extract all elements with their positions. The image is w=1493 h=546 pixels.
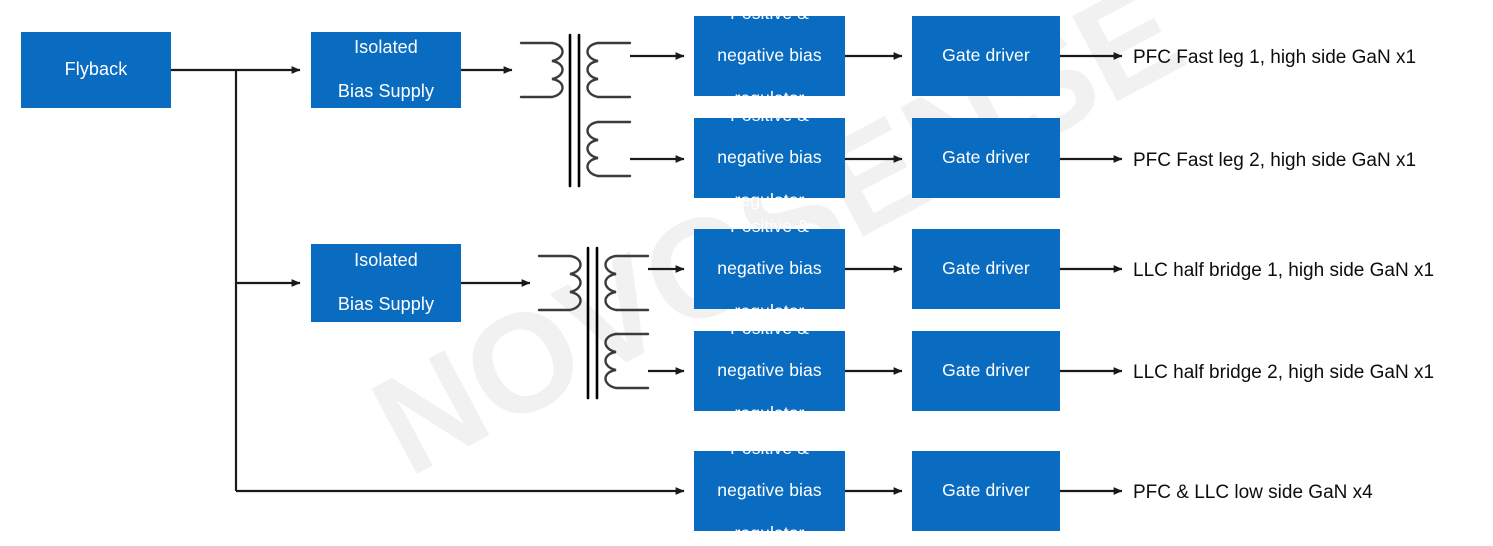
output-label-3: LLC half bridge 1, high side GaN x1 xyxy=(1133,260,1435,281)
block-regulator-5[interactable]: Positive & negative bias regulator xyxy=(694,438,845,543)
block-ibs2-label: Isolated Bias Supply xyxy=(330,250,442,316)
block-regulator-1-line1: Positive & xyxy=(730,2,809,23)
output-label-1: PFC Fast leg 1, high side GaN x1 xyxy=(1133,47,1417,68)
block-regulator-4-line1: Positive & xyxy=(730,317,809,338)
block-gate-driver-5-label: Gate driver xyxy=(942,480,1030,501)
block-regulator-4-line2: negative bias xyxy=(717,360,822,381)
block-isolated-bias-supply-1[interactable]: Isolated Bias Supply xyxy=(311,32,461,108)
block-regulator-4-line3: regulator xyxy=(734,403,805,424)
block-gate-driver-4-label: Gate driver xyxy=(942,360,1030,381)
block-flyback[interactable]: Flyback xyxy=(21,32,171,108)
block-regulator-5-line1: Positive & xyxy=(730,437,809,458)
block-regulator-2-line3: regulator xyxy=(734,190,805,211)
block-regulator-3[interactable]: Positive & negative bias regulator xyxy=(694,216,845,321)
block-ibs2-line1: Isolated xyxy=(354,250,418,271)
xfmr1-primary-winding xyxy=(550,41,564,99)
block-regulator-3-line1: Positive & xyxy=(730,215,809,236)
block-regulator-4[interactable]: Positive & negative bias regulator xyxy=(694,318,845,423)
xfmr1-secondary1-winding xyxy=(586,41,600,99)
block-gate-driver-1[interactable]: Gate driver xyxy=(912,16,1060,96)
block-gate-driver-3-label: Gate driver xyxy=(942,258,1030,279)
block-regulator-3-line3: regulator xyxy=(734,301,805,322)
output-label-5: PFC & LLC low side GaN x4 xyxy=(1133,482,1373,503)
block-gate-driver-1-label: Gate driver xyxy=(942,45,1030,66)
block-regulator-1[interactable]: Positive & negative bias regulator xyxy=(694,3,845,108)
xfmr2-secondary2-winding xyxy=(604,332,618,390)
xfmr1-secondary2-winding xyxy=(586,120,600,178)
block-regulator-5-line2: negative bias xyxy=(717,480,822,501)
block-ibs1-line2: Bias Supply xyxy=(337,80,435,101)
block-regulator-3-line2: negative bias xyxy=(717,258,822,279)
block-regulator-2-line1: Positive & xyxy=(730,104,809,125)
block-regulator-1-line3: regulator xyxy=(734,88,805,109)
transformer-1 xyxy=(519,33,632,188)
block-gate-driver-3[interactable]: Gate driver xyxy=(912,229,1060,309)
block-ibs1-line1: Isolated xyxy=(354,37,418,58)
block-gate-driver-4[interactable]: Gate driver xyxy=(912,331,1060,411)
block-ibs2-line2: Bias Supply xyxy=(337,293,435,314)
xfmr2-primary-winding xyxy=(568,254,582,312)
block-gate-driver-2-label: Gate driver xyxy=(942,147,1030,168)
block-flyback-label: Flyback xyxy=(64,59,128,80)
transformer-2 xyxy=(537,246,650,400)
output-label-2: PFC Fast leg 2, high side GaN x1 xyxy=(1133,150,1417,171)
xfmr2-secondary1-winding xyxy=(604,254,618,312)
block-regulator-2-line2: negative bias xyxy=(717,147,822,168)
output-label-4: LLC half bridge 2, high side GaN x1 xyxy=(1133,362,1435,383)
block-regulator-5-line3: regulator xyxy=(734,523,805,544)
block-gate-driver-2[interactable]: Gate driver xyxy=(912,118,1060,198)
block-regulator-1-line2: negative bias xyxy=(717,45,822,66)
block-ibs1-label: Isolated Bias Supply xyxy=(330,37,442,103)
block-gate-driver-5[interactable]: Gate driver xyxy=(912,451,1060,531)
block-isolated-bias-supply-2[interactable]: Isolated Bias Supply xyxy=(311,244,461,322)
block-regulator-2[interactable]: Positive & negative bias regulator xyxy=(694,105,845,210)
